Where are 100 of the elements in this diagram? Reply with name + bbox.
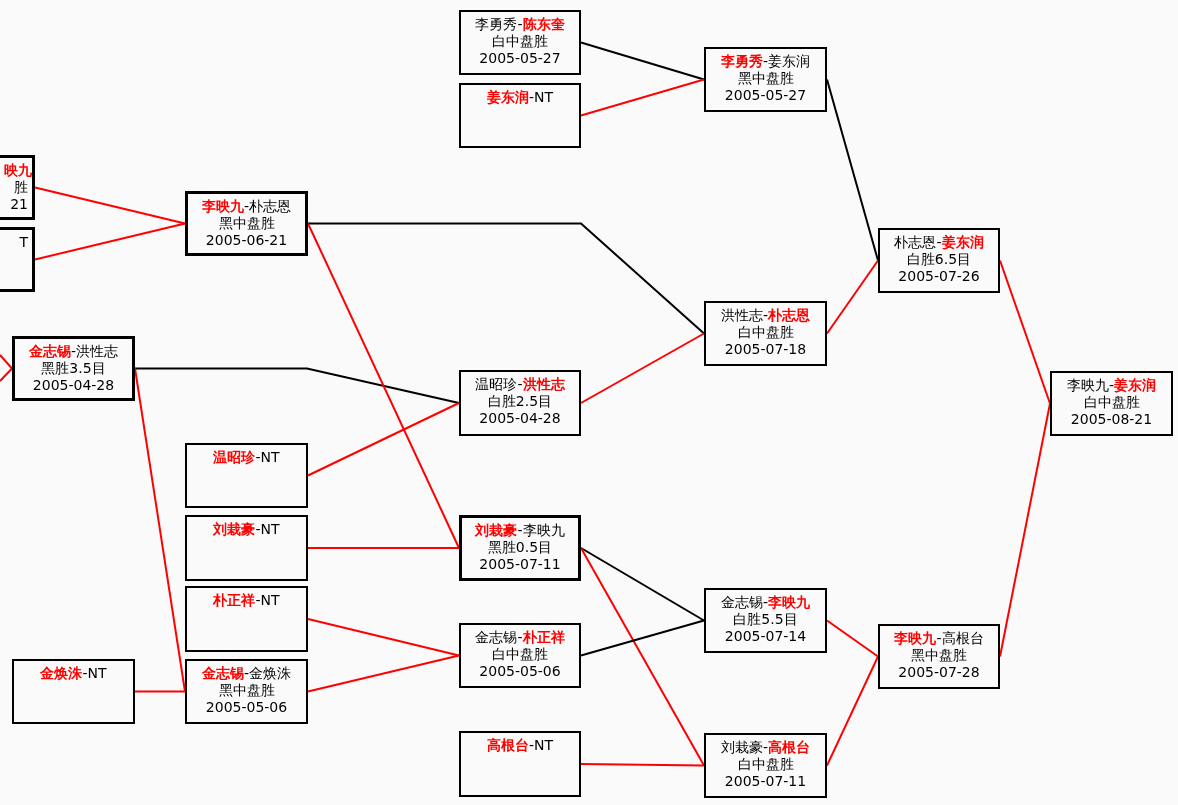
- players-label: 李映九-姜东润: [1066, 377, 1157, 394]
- players-label: 姜东润-NT: [486, 89, 554, 106]
- bracket-line: [134, 690, 186, 693]
- bracket-line: [134, 367, 460, 404]
- date-label: 2005-04-28: [32, 377, 115, 394]
- bracket-line: [580, 78, 705, 117]
- players-label: 李映九-朴志恩: [201, 198, 292, 215]
- bracket-line: [34, 222, 186, 261]
- bracket-line: [999, 259, 1051, 405]
- players-label: 朴志恩-姜东润: [894, 234, 984, 251]
- match-box: [185, 443, 308, 508]
- match-box: [704, 301, 827, 366]
- bracket-line: [0, 354, 13, 370]
- match-box: [459, 731, 581, 797]
- match-box: [185, 586, 308, 652]
- result-label: 白胜5.5目: [733, 611, 798, 628]
- match-box: [459, 515, 581, 581]
- bracket-line: [307, 222, 460, 549]
- result-label: 白中盘胜: [737, 324, 794, 341]
- result-label: 白中盘胜: [1083, 394, 1140, 411]
- bracket-line: [580, 332, 705, 404]
- date-label: 2005-06-21: [205, 232, 288, 249]
- players-label: 李勇秀-姜东润: [720, 53, 811, 70]
- players-label: 金志锡-洪性志: [28, 343, 119, 360]
- bracket-line: [307, 222, 705, 335]
- date-label: 2005-08-21: [1070, 411, 1153, 428]
- players-label: 李映九-高根台: [894, 630, 984, 647]
- date-label: 2005-05-06: [205, 699, 288, 716]
- result-label: 白中盘胜: [492, 646, 548, 663]
- players-label: 金志锡-朴正祥: [475, 629, 565, 646]
- bracket-line: [307, 618, 460, 657]
- bracket-line: [580, 763, 705, 767]
- players-label: 映九: [4, 162, 32, 179]
- bracket-line: [307, 547, 460, 549]
- bracket-line: [134, 367, 186, 693]
- match-box: [185, 515, 308, 581]
- players-label: 朴正祥-NT: [213, 592, 280, 609]
- match-box: [878, 624, 1000, 689]
- bracket-line: [826, 619, 879, 658]
- match-box: [0, 227, 35, 292]
- bracket-line: [999, 402, 1051, 658]
- result-label: 白中盘胜: [492, 33, 548, 50]
- bracket-line: [580, 547, 705, 767]
- match-box: [704, 733, 827, 798]
- match-box: [704, 47, 827, 112]
- players-label: 温昭珍-洪性志: [475, 376, 565, 393]
- result-label: 白胜2.5目: [487, 393, 553, 410]
- result-label: 黑胜0.5目: [487, 539, 553, 556]
- match-box: [12, 659, 135, 724]
- players-label: 刘栽豪-高根台: [720, 739, 811, 756]
- players-label: 温昭珍-NT: [213, 449, 280, 466]
- date-label: 2005-07-18: [724, 341, 807, 358]
- players-label: 刘栽豪-NT: [213, 521, 280, 538]
- date-label: 2005-05-06: [479, 663, 561, 680]
- bracket-line: [580, 41, 705, 81]
- bracket-line: [307, 654, 460, 693]
- players-label: 刘栽豪-李映九: [475, 522, 565, 539]
- bracket-line: [580, 547, 705, 622]
- bracket-line: [307, 402, 460, 477]
- match-box: [185, 659, 308, 724]
- result-label: 白中盘胜: [737, 756, 794, 773]
- match-box: [185, 191, 308, 256]
- result-label: 胜: [14, 179, 28, 196]
- date-label: 2005-07-26: [898, 268, 980, 285]
- match-box: [704, 588, 827, 653]
- players-label: 洪性志-朴志恩: [720, 307, 811, 324]
- date-label: 2005-07-14: [724, 628, 807, 645]
- players-label: 金志锡-金焕洙: [201, 665, 292, 682]
- bracket-line: [0, 367, 13, 382]
- bracket-line: [826, 78, 879, 262]
- result-label: 白胜6.5目: [906, 251, 972, 268]
- match-box: [12, 336, 135, 401]
- bracket-line: [580, 619, 705, 657]
- date-label: 21: [10, 196, 28, 213]
- players-label: T: [19, 234, 28, 251]
- date-label: 2005-07-11: [479, 556, 561, 573]
- match-box: [459, 83, 581, 148]
- date-label: 2005-04-28: [479, 410, 561, 427]
- match-box: [0, 155, 35, 220]
- bracket-line: [34, 186, 186, 225]
- players-label: 高根台-NT: [486, 737, 554, 754]
- result-label: 黑中盘胜: [218, 682, 275, 699]
- match-box: [459, 623, 581, 688]
- date-label: 2005-05-27: [479, 50, 561, 67]
- date-label: 2005-07-11: [724, 773, 807, 790]
- bracket-line: [826, 259, 879, 335]
- players-label: 金志锡-李映九: [720, 594, 811, 611]
- match-box: [1050, 371, 1173, 436]
- players-label: 李勇秀-陈东奎: [475, 16, 565, 33]
- match-box: [878, 228, 1000, 293]
- date-label: 2005-05-27: [724, 87, 807, 104]
- result-label: 黑中盘胜: [737, 70, 794, 87]
- result-label: 黑中盘胜: [911, 647, 967, 664]
- result-label: 黑中盘胜: [218, 215, 275, 232]
- match-box: [459, 10, 581, 75]
- bracket-line: [826, 655, 879, 767]
- date-label: 2005-07-28: [898, 664, 980, 681]
- match-box: [459, 370, 581, 436]
- result-label: 黑胜3.5目: [41, 360, 106, 377]
- players-label: 金焕洙-NT: [40, 665, 107, 682]
